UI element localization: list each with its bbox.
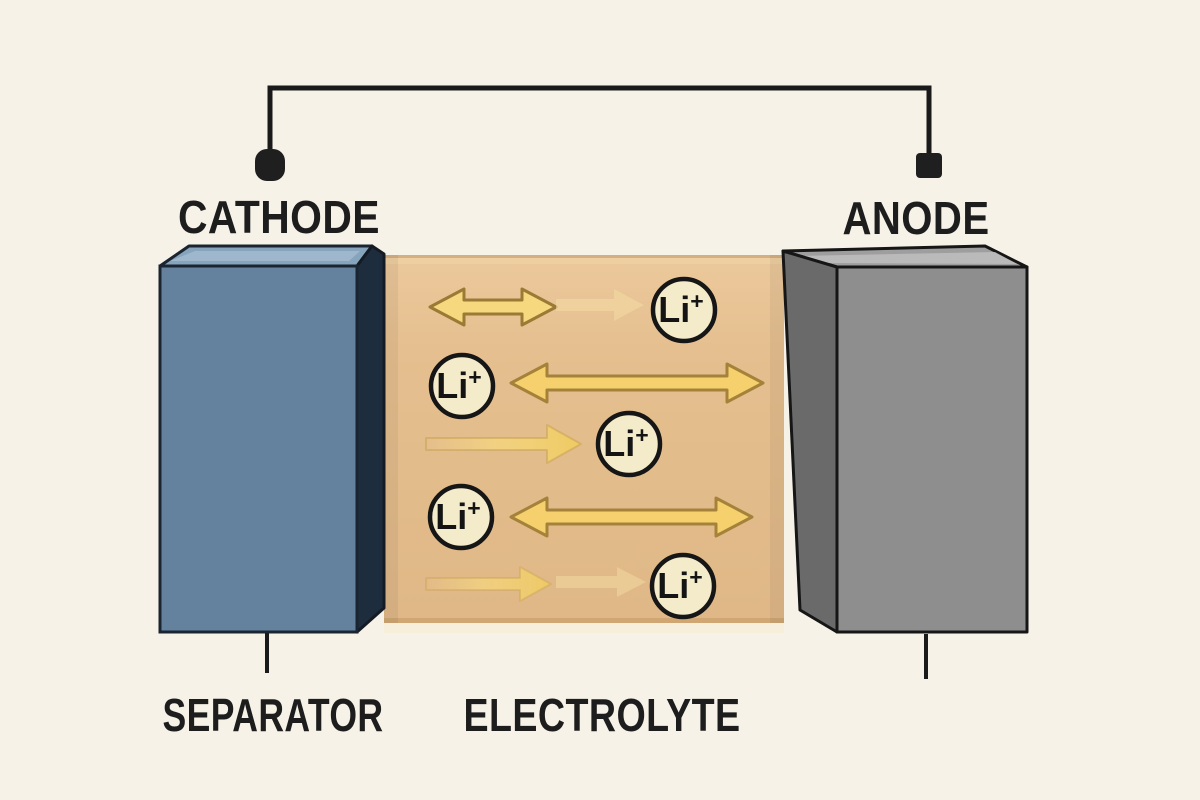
diagram-labels: CATHODE ANODE SEPARATOR ELECTROLYTE xyxy=(163,191,990,741)
li-ion-label: Li+ xyxy=(436,364,481,406)
double-arrow xyxy=(509,362,765,404)
cathode-label: CATHODE xyxy=(178,191,380,243)
electrolyte-bottom-glow xyxy=(384,623,784,633)
electrolyte-top-highlight xyxy=(384,258,784,264)
faded-right-arrow xyxy=(556,567,646,597)
cathode-top-highlight xyxy=(170,251,360,261)
cathode-front-face xyxy=(158,264,359,634)
li-ion-circle xyxy=(427,483,495,551)
right-arrow xyxy=(425,424,582,464)
cathode-block xyxy=(158,244,386,634)
faded-right-arrow xyxy=(556,289,644,321)
wire-path xyxy=(267,85,932,155)
double-arrow xyxy=(509,496,754,538)
li-ion: Li+ xyxy=(428,352,496,420)
li-ion-circle xyxy=(595,410,663,478)
electrolyte-top-edge xyxy=(384,255,784,258)
li-ion-label: Li+ xyxy=(658,288,703,330)
electrolyte-bottom-edge xyxy=(384,618,784,623)
electrolyte-label: ELECTROLYTE xyxy=(464,689,741,741)
li-ion-label: Li+ xyxy=(435,495,480,537)
li-ion: Li+ xyxy=(427,483,495,551)
circuit-wire xyxy=(255,85,942,181)
li-ion: Li+ xyxy=(595,410,663,478)
li-ion-circle xyxy=(428,352,496,420)
li-ion-circle xyxy=(650,276,718,344)
ion-flow-arrows xyxy=(425,287,765,602)
li-ion: Li+ xyxy=(649,552,717,620)
anode-front-face xyxy=(835,265,1029,634)
anode-block xyxy=(781,244,1029,634)
cathode-side-face xyxy=(355,244,386,634)
separator-label: SEPARATOR xyxy=(163,689,384,741)
li-ion: Li+ xyxy=(650,276,718,344)
right-arrow xyxy=(425,566,552,602)
anode-terminal xyxy=(916,153,942,178)
li-ion-label: Li+ xyxy=(657,564,702,606)
anode-top-highlight xyxy=(796,252,1017,264)
li-ion-circle xyxy=(649,552,717,620)
electrolyte-left-shade xyxy=(384,255,398,623)
anode-label: ANODE xyxy=(843,192,990,244)
li-ion-label: Li+ xyxy=(603,422,648,464)
cathode-terminal xyxy=(255,149,285,181)
lithium-ions: Li+ Li+ Li+ Li+ Li+ xyxy=(427,276,718,620)
leader-lines xyxy=(265,633,928,679)
electrolyte-right-shade xyxy=(770,255,784,623)
